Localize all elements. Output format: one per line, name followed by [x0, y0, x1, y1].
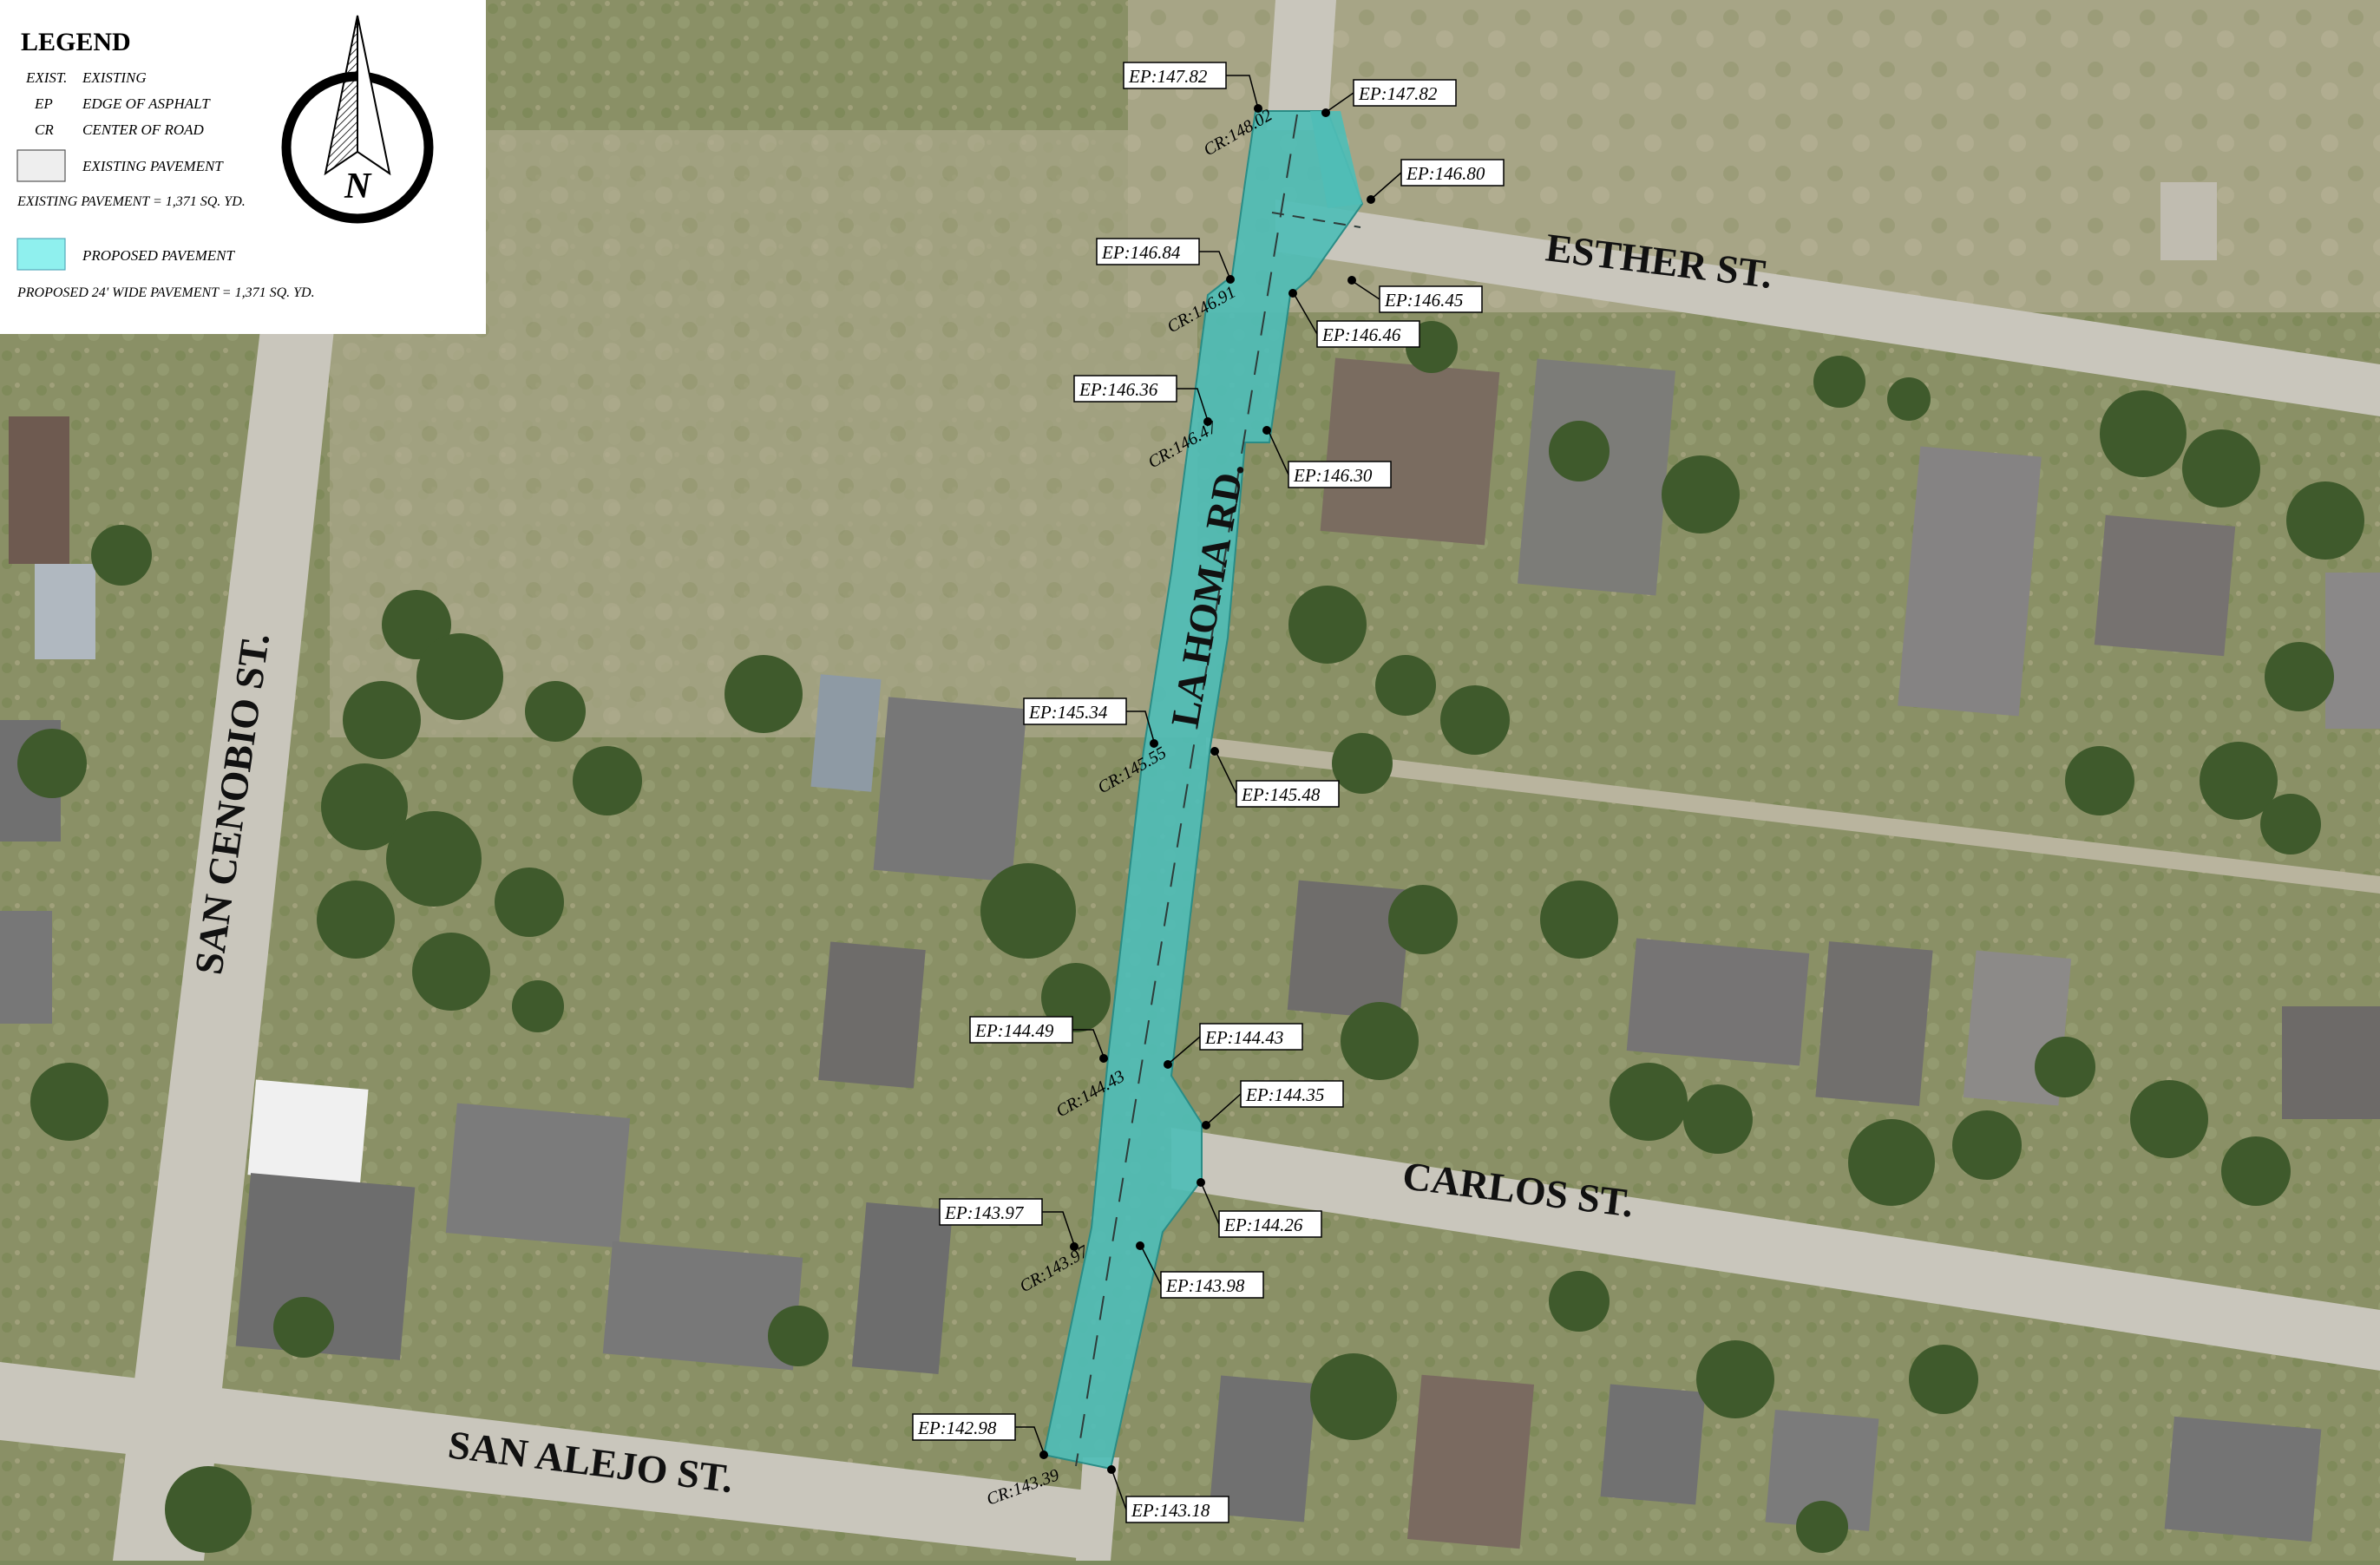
callout-box	[1123, 62, 1227, 89]
callout-ep-142-98: EP:142.98	[917, 1418, 997, 1438]
legend-desc-edge-of-asphalt: EDGE OF ASPHALT	[82, 95, 211, 112]
callout-ep-146-80: EP:146.80	[1406, 163, 1485, 184]
callout-ep-144-35: EP:144.35	[1245, 1084, 1324, 1105]
legend-note-proposed: PROPOSED 24' WIDE PAVEMENT = 1,371 SQ. Y…	[16, 285, 315, 300]
trees-group	[17, 321, 2364, 1553]
la-homa-north-road	[1267, 0, 1336, 130]
callout-ep-146-30: EP:146.30	[1293, 465, 1373, 486]
san-alejo-st-road	[0, 1362, 1102, 1561]
legend-abbr-cr: CR	[35, 121, 54, 138]
legend-desc-existing: EXISTING	[82, 69, 147, 86]
callout-ep-145-48: EP:145.48	[1241, 784, 1321, 805]
callout-ep-145-34: EP:145.34	[1028, 702, 1108, 723]
legend-swatch-proposed	[16, 238, 66, 271]
legend-abbr-ep: EP	[34, 95, 53, 112]
callout-ep-146-45: EP:146.45	[1384, 290, 1463, 311]
legend-note-existing: EXISTING PAVEMENT = 1,371 SQ. YD.	[16, 194, 246, 209]
callout-ep-144-26: EP:144.26	[1223, 1215, 1303, 1235]
esther-curb-return	[1310, 111, 1362, 208]
road-centerline	[1075, 114, 1298, 1467]
callout-ep-146-84: EP:146.84	[1101, 242, 1181, 263]
callout-ep-147-82-right: EP:147.82	[1358, 83, 1438, 104]
callout-ep-144-43: EP:144.43	[1204, 1027, 1283, 1048]
legend-swatch-existing	[16, 149, 66, 182]
la-homa-south-road	[1076, 1457, 1119, 1561]
esther-tie-line	[1271, 212, 1361, 228]
callout-ep-143-97: EP:143.97	[944, 1202, 1025, 1223]
legend-title: LEGEND	[21, 28, 131, 56]
callout-ep-143-18: EP:143.18	[1131, 1500, 1210, 1521]
callout-ep-143-98: EP:143.98	[1165, 1275, 1245, 1296]
legend-label-existing-pavement: EXISTING PAVEMENT	[82, 158, 224, 174]
carlos-st-road	[1171, 1128, 2380, 1371]
houses-group	[0, 182, 2380, 1549]
san-cenobio-st-road	[113, 330, 334, 1561]
north-arrow-icon: N	[281, 15, 434, 224]
legend-label-proposed-pavement: PROPOSED PAVEMENT	[82, 247, 236, 264]
legend-abbr-exist: EXIST.	[25, 69, 67, 86]
dirt-alley	[1206, 737, 2380, 894]
callout-ep-144-49: EP:144.49	[974, 1020, 1054, 1041]
legend-panel: LEGEND EXIST. EXISTING EP EDGE OF ASPHAL…	[0, 0, 486, 334]
callout-ep-146-46: EP:146.46	[1321, 324, 1401, 345]
callout-ep-146-36: EP:146.36	[1079, 379, 1158, 400]
north-arrow-letter: N	[344, 167, 372, 206]
esther-st-road	[1275, 200, 2380, 416]
legend-desc-center-of-road: CENTER OF ROAD	[82, 121, 204, 138]
callout-ep-147-82-left: EP:147.82	[1128, 66, 1208, 87]
